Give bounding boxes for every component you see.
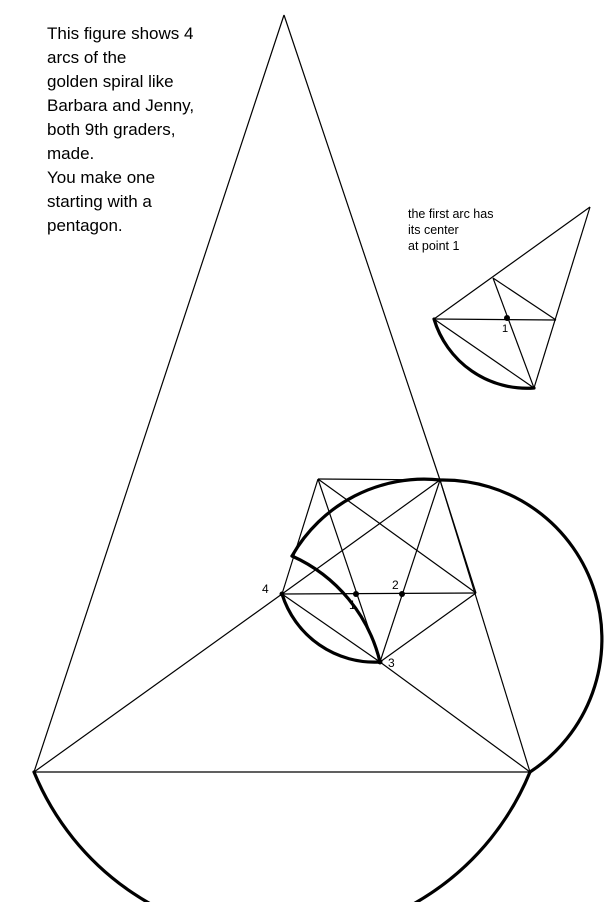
- inset-point-1-dot: [504, 315, 510, 321]
- point-1-dot: [353, 591, 359, 597]
- diagonal-to-base: [379, 661, 531, 773]
- main-construction: [32, 14, 604, 902]
- inset-first-arc: [432, 206, 591, 390]
- points: [279, 591, 405, 665]
- description-line: both 9th graders,: [47, 120, 176, 139]
- inset-note-line: its center: [408, 223, 459, 237]
- description-line: Barbara and Jenny,: [47, 96, 195, 115]
- description-line: arcs of the: [47, 48, 127, 67]
- pentagram: [281, 478, 477, 663]
- point-2-dot: [399, 591, 405, 597]
- inset-note-line: the first arc has: [408, 207, 494, 221]
- spiral-arc-2: [290, 554, 382, 664]
- description-line: made.: [47, 144, 95, 163]
- spiral-arc-1: [280, 592, 382, 664]
- description-line: You make one: [47, 168, 156, 187]
- inset-triangle: [433, 206, 591, 389]
- description-line: golden spiral like: [47, 72, 174, 91]
- inset-note: the first arc has its center at point 1: [408, 206, 493, 254]
- inset-note-line: at point 1: [408, 239, 460, 253]
- description-line: This figure shows 4: [47, 24, 194, 43]
- point-label-4: 4: [262, 582, 269, 596]
- point-label-2: 2: [392, 578, 399, 592]
- description-line: pentagon.: [47, 216, 123, 235]
- spiral-arc-3: [290, 477, 442, 558]
- spiral-arc-4: [438, 478, 604, 774]
- description-text: This figure shows 4 arcs of the golden s…: [47, 22, 194, 238]
- point-4-dot: [279, 591, 285, 597]
- spiral-arcs: [32, 477, 604, 902]
- inset-point-label-1: 1: [502, 323, 508, 335]
- description-line: starting with a: [47, 192, 152, 211]
- inset-arc: [432, 317, 536, 390]
- spiral-arc-5: [32, 770, 532, 902]
- pentagon: [281, 478, 477, 663]
- point-label-3: 3: [388, 656, 395, 670]
- point-label-1: 1: [349, 598, 356, 612]
- point-3-dot: [377, 659, 383, 665]
